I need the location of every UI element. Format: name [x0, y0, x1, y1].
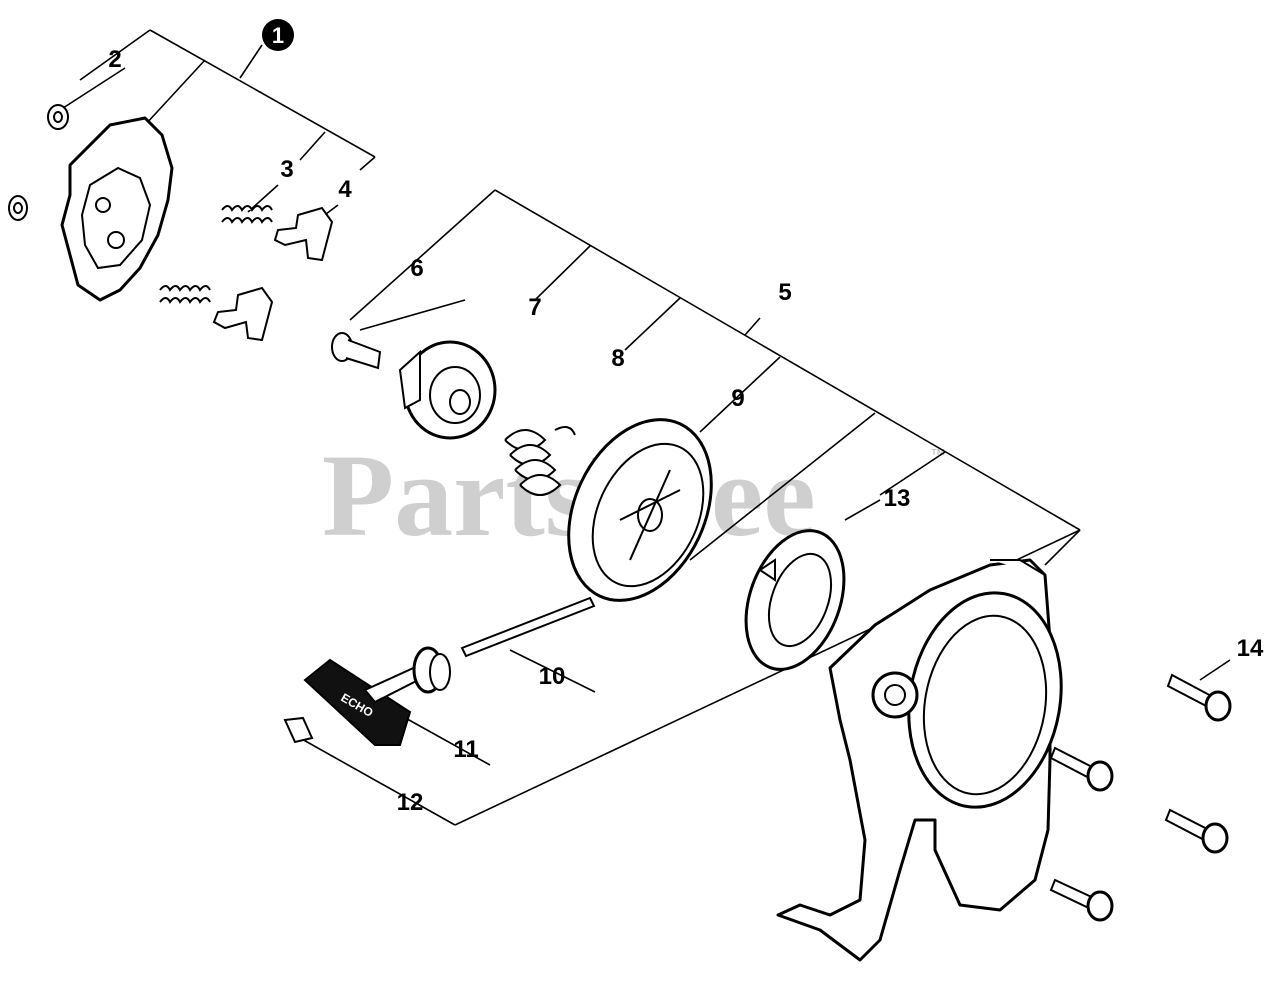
starter-handle: ECHO [303, 646, 451, 746]
case-bolt-2 [1049, 746, 1114, 792]
callout-9: 9 [731, 385, 744, 412]
center-bolt [331, 332, 382, 370]
callout-13: 13 [884, 485, 911, 512]
pawl-spring-lower [159, 285, 211, 304]
handle-insert [283, 716, 314, 744]
callout-5: 5 [778, 279, 791, 306]
case-bolt-1 [1166, 673, 1232, 722]
starter-pawl-carrier [60, 116, 174, 302]
e-clip-upper [47, 104, 69, 130]
callout-3: 3 [280, 156, 293, 183]
callout-7: 7 [528, 294, 541, 321]
starter-rope [460, 596, 596, 658]
return-spring [504, 425, 576, 496]
case-bolt-3 [1164, 808, 1229, 854]
rope-reel [567, 418, 713, 602]
callout-14: 14 [1237, 635, 1264, 662]
starter-case [776, 558, 1063, 962]
leader-lines [59, 29, 1231, 826]
callout-1-badge [262, 19, 294, 51]
callout-11: 11 [453, 736, 478, 763]
watermark-trademark: ™ [930, 447, 946, 464]
starter-pawl-lower [212, 286, 274, 342]
e-clip-lower [8, 195, 28, 221]
callout-2: 2 [108, 46, 121, 73]
callout-8: 8 [611, 345, 624, 372]
case-bolt-4 [1049, 878, 1114, 922]
callout-6: 6 [410, 255, 423, 282]
callout-1: 1 [272, 23, 284, 48]
callout-12: 12 [397, 789, 424, 816]
starter-pawl-upper [273, 206, 334, 262]
callout-4: 4 [338, 176, 352, 203]
spring-cassette [744, 529, 846, 671]
pawl-spring-upper [221, 205, 273, 224]
ratchet-hub [398, 340, 497, 440]
callout-10: 10 [539, 663, 566, 690]
